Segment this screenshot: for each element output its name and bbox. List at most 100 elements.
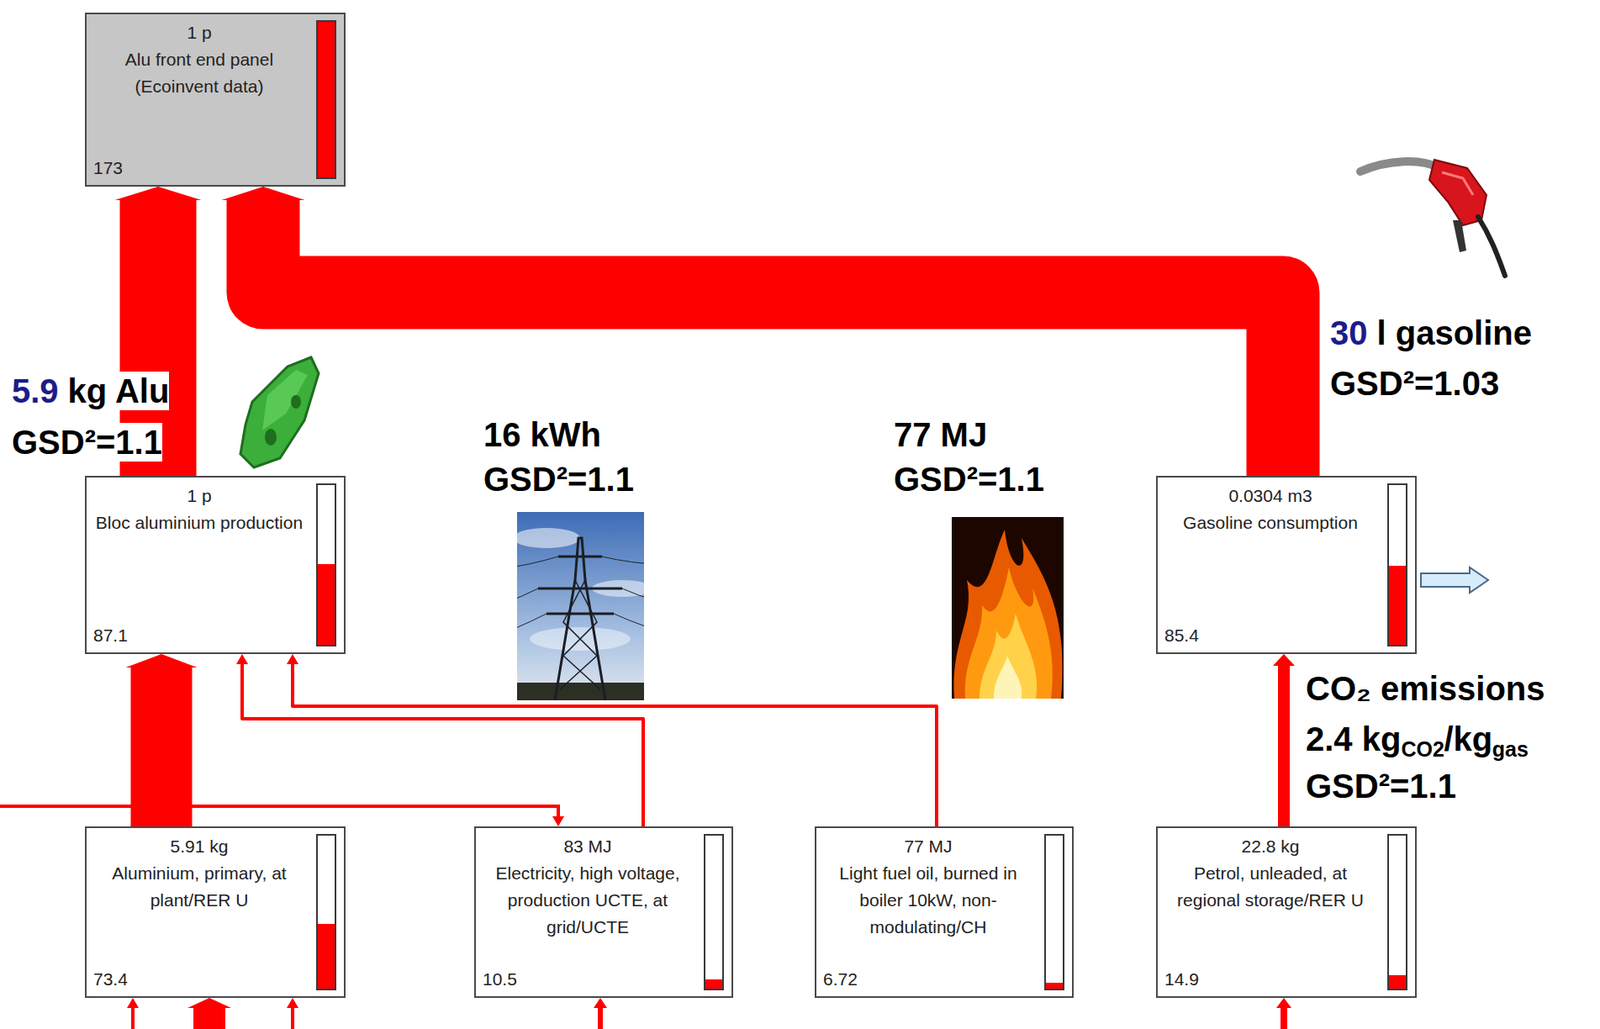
arrow-head: [221, 186, 306, 201]
flow-amount: 5.9: [11, 371, 59, 411]
cloud: [517, 528, 581, 549]
amount-label: 0.0304 m3: [1164, 482, 1377, 510]
arrow-head: [115, 186, 202, 201]
ground: [517, 682, 645, 701]
score-bar-fill: [1388, 975, 1406, 989]
subscript: CO2: [1400, 729, 1444, 769]
pylon-bracing: [559, 580, 601, 690]
subscript: gas: [1492, 729, 1529, 769]
flow-amount: 77 MJ: [893, 415, 988, 455]
score-bar: [316, 483, 337, 647]
input-line: [131, 1008, 135, 1029]
uncertainty-label: GSD²=1.1: [11, 422, 163, 462]
pylon-arm: [538, 556, 623, 614]
arrow-head: [593, 998, 608, 1009]
process-name: Light fuel oil, burned in boiler 10kW, n…: [823, 860, 1034, 941]
score-bar: [1044, 834, 1065, 991]
pylon-frame: [554, 538, 606, 701]
flow-band: [242, 664, 644, 827]
flow-band: [1277, 665, 1290, 827]
score-value: 173: [93, 154, 306, 182]
nozzle-spout: [1452, 220, 1467, 253]
power-wire: [517, 556, 645, 639]
nozzle-hose: [1360, 161, 1440, 172]
flame: [979, 613, 1037, 699]
process-name: Petrol, unleaded, at regional storage/RE…: [1164, 860, 1377, 914]
score-bar-fill: [317, 924, 335, 989]
flow-band: [292, 664, 937, 827]
score-value: 14.9: [1164, 966, 1377, 993]
flow-unit: kg Alu: [68, 371, 170, 411]
flame: [993, 655, 1022, 699]
input-line: [1280, 1008, 1288, 1029]
uncertainty-label: GSD²=1.1: [893, 459, 1045, 499]
score-bar: [1387, 483, 1408, 647]
amount-label: 1 p: [93, 482, 306, 510]
input-band: [193, 1008, 226, 1029]
arrow-head: [126, 998, 139, 1009]
alu-part-icon: [262, 369, 308, 431]
amount-label: 77 MJ: [823, 833, 1034, 861]
process-name: Aluminium, primary, at plant/RER U: [93, 860, 306, 914]
process-box: 1 pBloc aluminium production 87.1: [84, 475, 346, 655]
score-value: 87.1: [93, 622, 306, 650]
score-bar: [316, 20, 337, 180]
arrow-head: [187, 998, 232, 1009]
arrow-head: [552, 816, 565, 827]
flow-amount: 16 kWh: [483, 415, 602, 455]
process-name: Bloc aluminium production: [93, 509, 306, 537]
emission-factor: 2.4 kg: [1305, 719, 1401, 759]
flow-arrow: [286, 654, 937, 827]
amount-label: 22.8 kg: [1164, 833, 1377, 861]
fire-photo: [951, 517, 1064, 699]
flow-arrow: [221, 186, 1284, 476]
process-box: 22.8 kgPetrol, unleaded, at regional sto…: [1156, 826, 1417, 999]
process-name: Electricity, high voltage, production UC…: [482, 860, 693, 941]
score-bar-fill: [705, 979, 723, 989]
flow-arrow: [236, 654, 644, 827]
input-line: [0, 806, 559, 817]
score-bar-fill: [317, 564, 335, 645]
amount-label: 5.91 kg: [93, 833, 306, 861]
alu-part-hole: [264, 428, 277, 446]
process-box: 1 pAlu front end panel (Ecoinvent data)1…: [84, 12, 346, 187]
score-bar-fill: [1388, 565, 1406, 645]
flame: [953, 529, 1062, 699]
process-box: 77 MJLight fuel oil, burned in boiler 10…: [814, 826, 1074, 999]
arrow-head: [236, 654, 249, 665]
arrow-head: [286, 654, 299, 665]
amount-label: 1 p: [93, 19, 306, 47]
uncertainty-label: GSD²=1.1: [483, 459, 634, 499]
flow-arrow: [1272, 654, 1295, 827]
score-value: 73.4: [93, 966, 306, 993]
flow-arrow: [126, 654, 198, 827]
flame: [965, 567, 1053, 699]
score-value: 6.72: [823, 966, 1034, 993]
arrow-head: [286, 998, 299, 1009]
alu-part-hole: [290, 395, 301, 409]
score-bar: [703, 834, 724, 991]
nozzle-highlight: [1441, 172, 1474, 196]
arrow-head: [126, 654, 198, 668]
arrow-head: [1276, 998, 1292, 1009]
uncertainty-label: GSD²=1.1: [1305, 766, 1457, 806]
output-arrow: [1420, 567, 1489, 593]
uncertainty-label: GSD²=1.03: [1330, 364, 1500, 403]
process-name: Gasoline consumption: [1164, 509, 1377, 537]
emission-title: CO₂ emissions: [1305, 669, 1546, 708]
arrow-head: [1272, 654, 1295, 666]
nozzle-hose: [1478, 216, 1505, 276]
flow-band: [263, 200, 1284, 476]
flow-unit: l gasoline: [1377, 313, 1533, 353]
input-line: [597, 1008, 603, 1029]
score-bar-fill: [317, 21, 335, 178]
input-line: [290, 1008, 295, 1029]
score-value: 10.5: [482, 966, 693, 993]
score-value: 85.4: [1164, 622, 1377, 650]
emission-factor: /kg: [1443, 719, 1493, 759]
flow-amount: 30: [1330, 313, 1368, 353]
flow-band: [131, 667, 193, 827]
alu-part-icon: [240, 357, 319, 468]
process-box: 83 MJElectricity, high voltage, producti…: [474, 826, 734, 999]
